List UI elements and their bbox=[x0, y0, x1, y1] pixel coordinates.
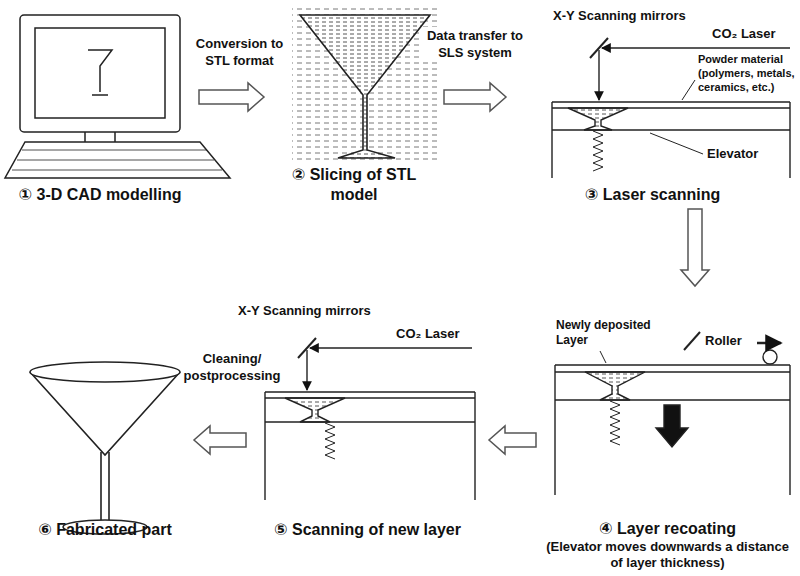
glass-stem bbox=[101, 452, 109, 522]
elevator-platform bbox=[265, 421, 475, 422]
glass-icon bbox=[88, 50, 112, 95]
laser-beam bbox=[306, 350, 307, 390]
scanning-mirror bbox=[684, 332, 700, 350]
sliced-model bbox=[292, 8, 438, 160]
laser-label: CO₂ Laser bbox=[712, 26, 792, 42]
screw-thread bbox=[610, 401, 620, 445]
edge-label: Conversion to STL format bbox=[190, 35, 290, 69]
part-section bbox=[585, 372, 645, 400]
step-caption: ⑥ Fabricated part bbox=[38, 520, 172, 540]
laser-label: CO₂ Laser bbox=[396, 326, 476, 342]
step-note: (Elevator moves downwards a distance of … bbox=[540, 539, 795, 571]
elevator-platform bbox=[555, 399, 790, 400]
leader-line bbox=[650, 133, 703, 154]
laser-beam bbox=[310, 347, 472, 348]
keyboard bbox=[5, 142, 230, 178]
part-section bbox=[568, 108, 628, 130]
keyboard-rows bbox=[12, 150, 222, 170]
powder-bed bbox=[265, 392, 475, 500]
glass-rim bbox=[30, 362, 180, 382]
process-arrow bbox=[489, 426, 536, 454]
part-name: Newly deposited Layer bbox=[556, 318, 666, 348]
screw-thread bbox=[593, 131, 603, 171]
monitor bbox=[20, 15, 180, 132]
process-arrow bbox=[444, 83, 506, 111]
step-caption: ⑤ Scanning of new layer bbox=[274, 520, 461, 540]
step-caption: ② Slicing of STL model bbox=[268, 165, 440, 205]
elevator-down-arrow bbox=[656, 405, 688, 447]
mirror-label: X-Y Scanning mirrors bbox=[553, 8, 703, 24]
recoating-machine bbox=[555, 332, 790, 495]
fabricated-part-step: ⑥ Fabricated part bbox=[20, 300, 190, 540]
screen bbox=[35, 28, 165, 118]
process-arrow bbox=[194, 426, 246, 454]
part-name: Roller bbox=[705, 333, 755, 349]
screw-thread bbox=[325, 423, 335, 459]
mirror-label: X-Y Scanning mirrors bbox=[238, 303, 388, 319]
roller-direction bbox=[757, 342, 781, 345]
glass-bowl bbox=[30, 372, 180, 455]
part-name: Elevator bbox=[707, 146, 787, 162]
edge-label: Cleaning/ postprocessing bbox=[182, 350, 282, 384]
step-caption: ① 3-D CAD modelling bbox=[19, 185, 182, 205]
powder-bed bbox=[552, 102, 790, 178]
step-caption: ③ Laser scanning bbox=[585, 185, 720, 205]
slice-lines bbox=[292, 8, 438, 160]
glass-fill bbox=[300, 15, 430, 158]
laser-beam bbox=[602, 47, 790, 48]
material-label: Powder material (polymers, metals, ceram… bbox=[698, 52, 796, 94]
cad-step: ① 3-D CAD modelling bbox=[5, 5, 195, 205]
laser-beam bbox=[598, 50, 599, 100]
slicing-step: ② Slicing of STL model bbox=[268, 5, 440, 205]
leader-line bbox=[600, 351, 606, 363]
sls-machine bbox=[265, 338, 475, 500]
edge-label: Data transfer to SLS system bbox=[422, 27, 528, 61]
part-section bbox=[285, 398, 345, 422]
fabricated-glass bbox=[30, 362, 180, 534]
leader-line bbox=[682, 80, 695, 100]
monitor-stand bbox=[85, 132, 115, 142]
roller bbox=[763, 350, 777, 364]
powder-bed bbox=[555, 365, 790, 495]
glass-outline bbox=[300, 15, 430, 158]
process-arrow bbox=[681, 209, 709, 286]
recoating-step: ④ Layer recoating(Elevator moves downwar… bbox=[540, 290, 795, 571]
process-arrow bbox=[199, 83, 264, 111]
step-caption: ④ Layer recoating bbox=[599, 519, 736, 539]
